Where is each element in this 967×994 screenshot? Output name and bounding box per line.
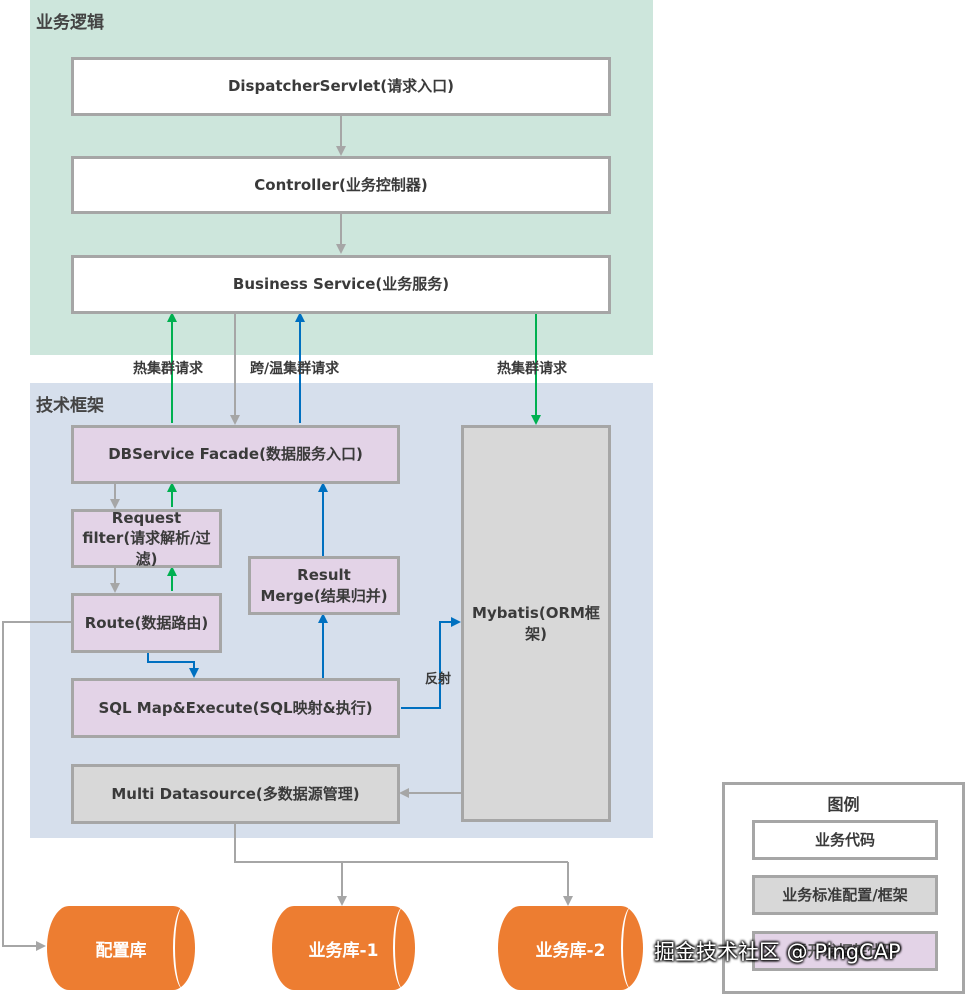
db-config-cap	[173, 906, 195, 990]
node-business-service: Business Service(业务服务)	[71, 255, 611, 314]
edge-route-to-config-db	[2, 621, 71, 951]
legend-item-framework-dev: 需开发框架代码	[752, 931, 938, 971]
db-config-label: 配置库	[95, 940, 147, 961]
edge-route-to-sql-execute	[147, 653, 199, 678]
node-multi-datasource: Multi Datasource(多数据源管理)	[71, 764, 400, 824]
node-result-merge: Result Merge(结果归并)	[248, 556, 400, 615]
edge-label-hot-cluster-left: 热集群请求	[133, 361, 203, 377]
edge-label-hot-cluster-right: 热集群请求	[497, 361, 567, 377]
db-config: 配置库	[47, 906, 195, 990]
db-biz-2-cap	[621, 906, 643, 990]
legend-item-business-code: 业务代码	[752, 820, 938, 860]
edge-label-cross-warm-cluster: 跨/温集群请求	[250, 361, 340, 377]
db-biz-2-label: 业务库-2	[535, 940, 606, 961]
edge-label-reflection: 反射	[425, 672, 452, 687]
edge-multi-datasource-to-dbs	[234, 824, 568, 863]
db-biz-1-cap	[393, 906, 415, 990]
node-dispatcher-servlet: DispatcherServlet(请求入口)	[71, 57, 611, 116]
tech-framework-title: 技术框架	[36, 396, 104, 416]
node-mybatis: Mybatis(ORM框架)	[461, 425, 611, 822]
node-route: Route(数据路由)	[71, 593, 222, 653]
legend-title: 图例	[827, 795, 860, 814]
db-biz-2: 业务库-2	[498, 906, 643, 990]
node-sql-map-execute: SQL Map&Execute(SQL映射&执行)	[71, 678, 400, 738]
node-dbservice-facade: DBService Facade(数据服务入口)	[71, 425, 400, 484]
watermark: 掘金技术社区 @ PingCAP	[654, 940, 901, 964]
edge-sql-execute-to-mybatis-reflection	[401, 617, 461, 709]
node-request-filter: Request filter(请求解析/过滤)	[71, 509, 222, 568]
business-logic-title: 业务逻辑	[36, 13, 104, 33]
legend: 图例 业务代码 业务标准配置/框架 需开发框架代码	[722, 782, 965, 994]
db-biz-1: 业务库-1	[272, 906, 415, 990]
node-controller: Controller(业务控制器)	[71, 156, 611, 214]
db-biz-1-label: 业务库-1	[308, 940, 379, 961]
legend-item-standard-config: 业务标准配置/框架	[752, 875, 938, 915]
